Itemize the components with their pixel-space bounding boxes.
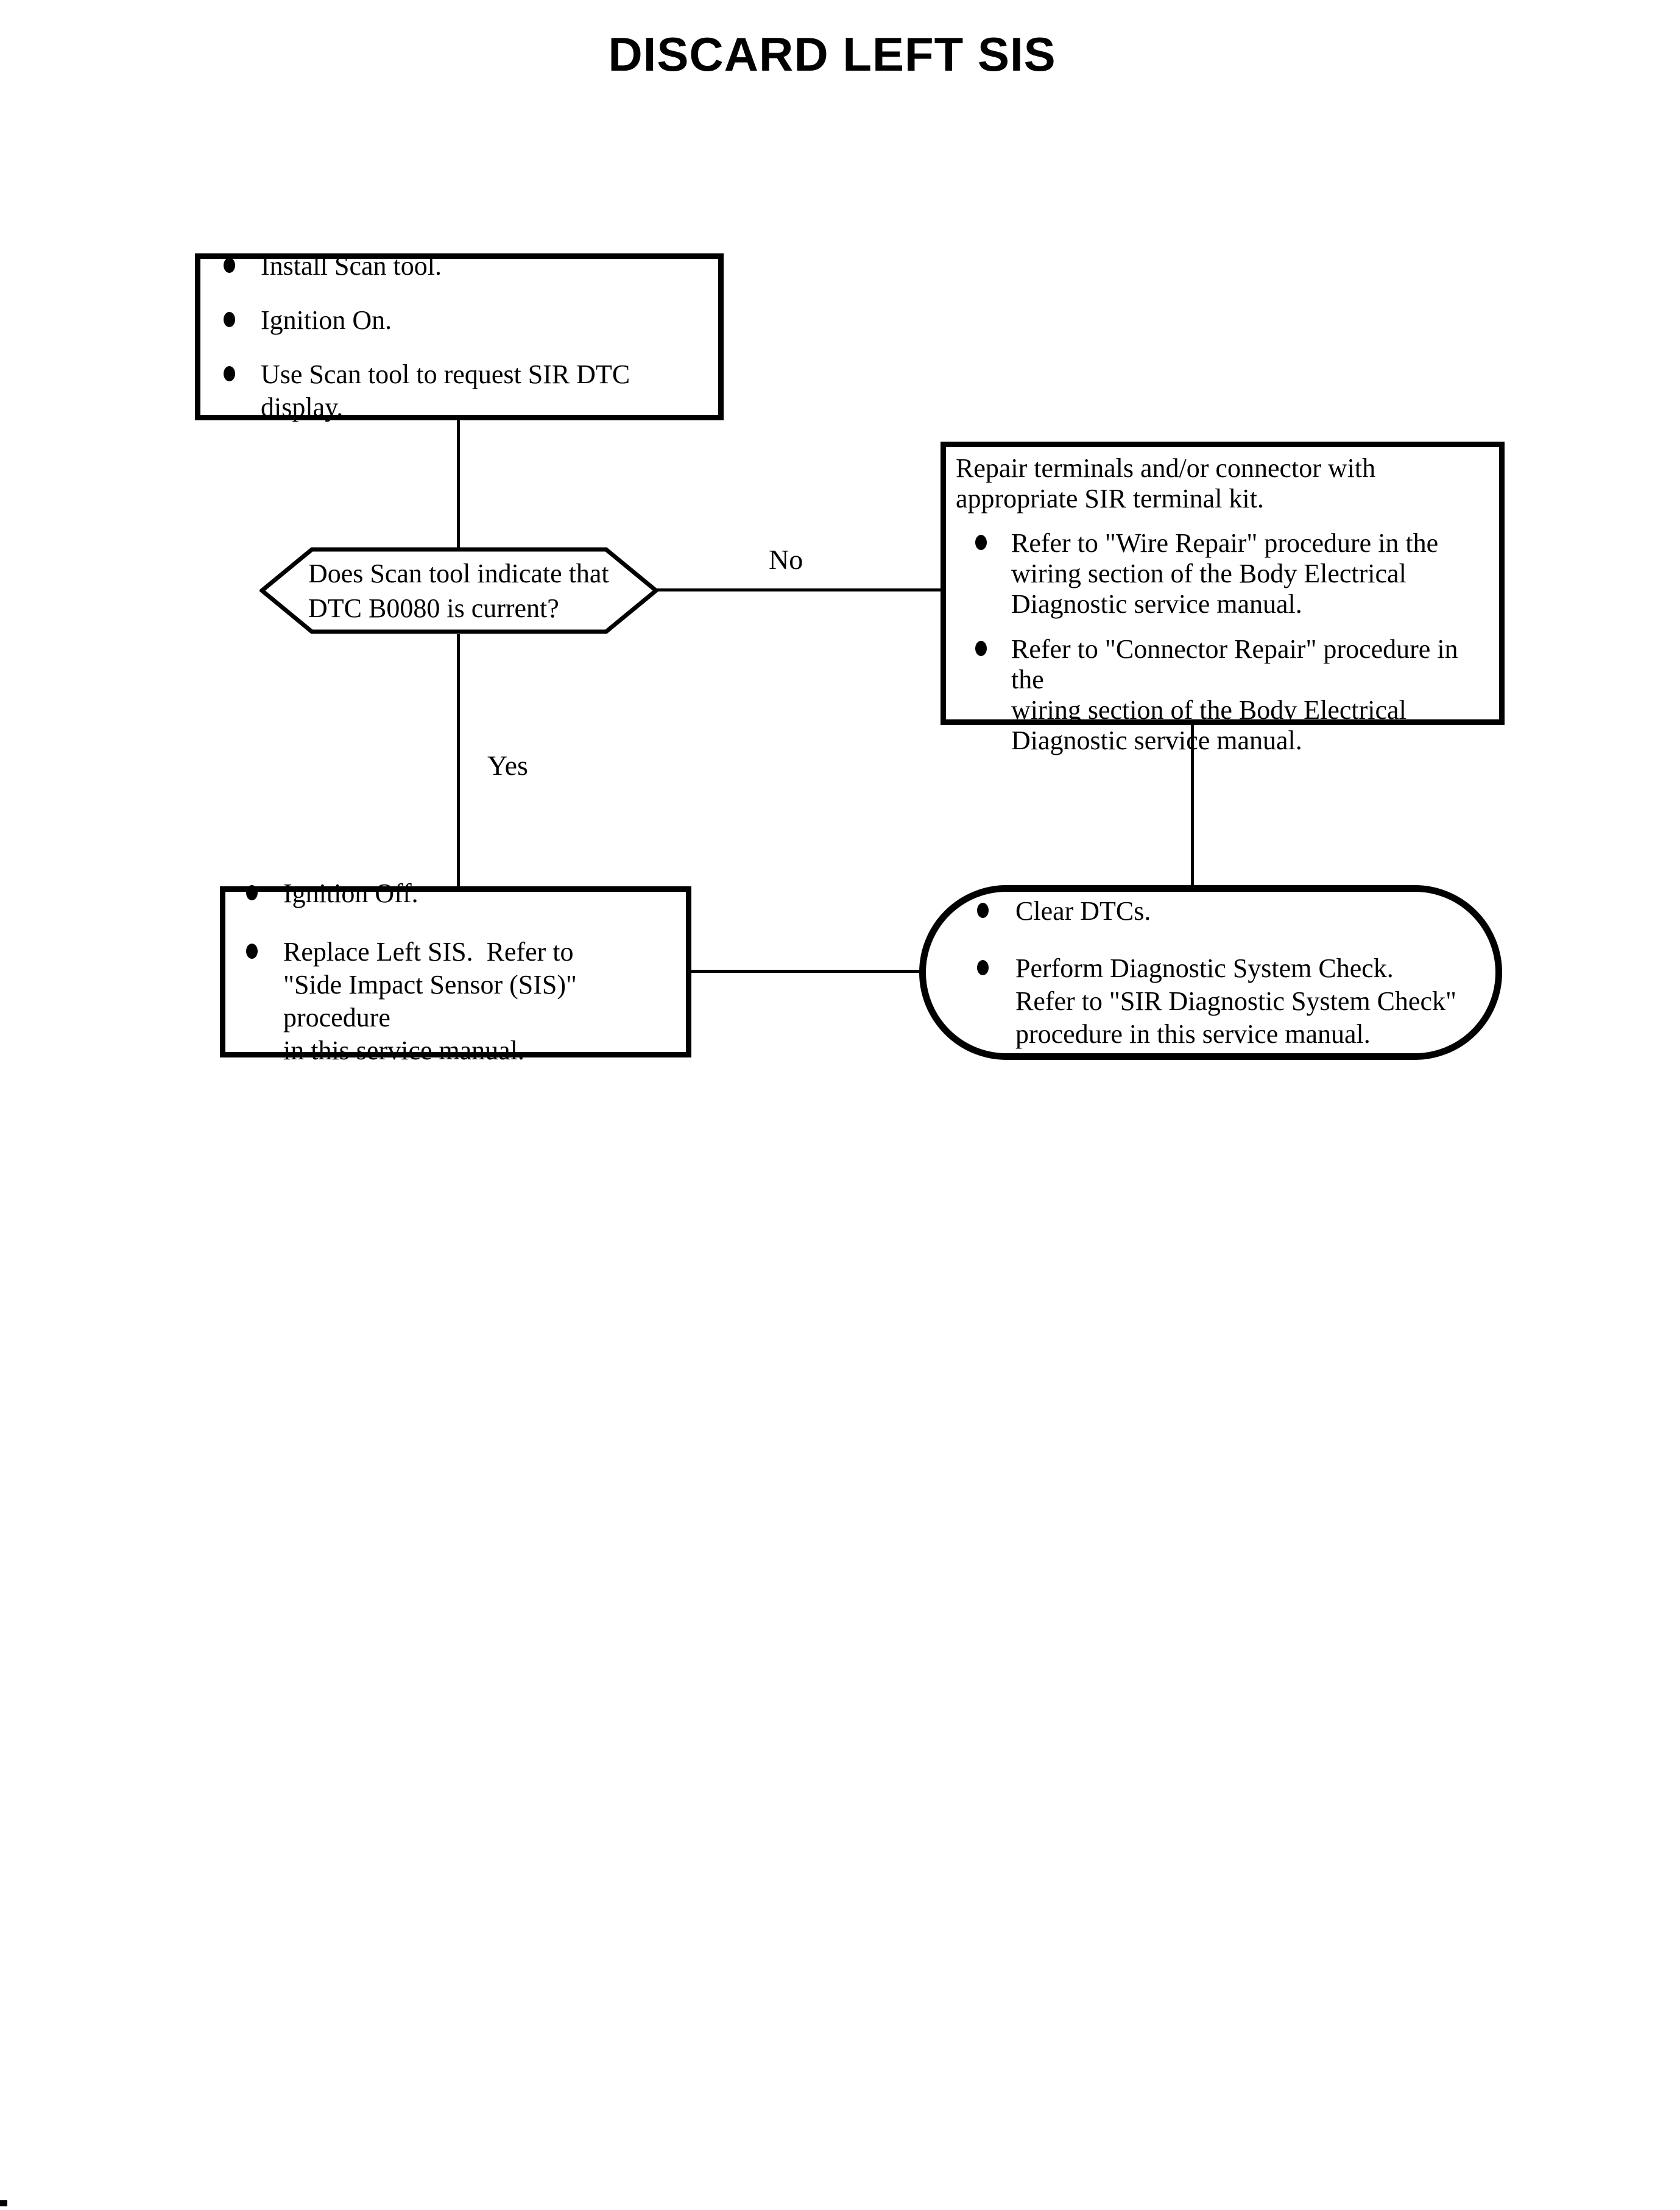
- step-text: Install Scan tool.: [261, 251, 442, 281]
- yes-branch-label: Yes: [487, 750, 528, 781]
- connector-replace-to-end: [691, 970, 922, 973]
- list-item: Clear DTCs.: [977, 895, 1486, 928]
- bullet-icon: [224, 366, 235, 381]
- step-text: Use Scan tool to request SIR DTC display…: [261, 359, 637, 422]
- bullet-icon: [224, 258, 235, 273]
- repair-intro-text: Repair terminals and/or connector with a…: [956, 453, 1376, 514]
- connector-repair-to-end: [1191, 725, 1194, 887]
- page-title: DISCARD LEFT SIS: [608, 27, 1056, 81]
- repair-terminals-box: Repair terminals and/or connector with a…: [941, 442, 1505, 755]
- step-text: Replace Left SIS. Refer to "Side Impact …: [283, 936, 577, 1065]
- bullet-icon: [975, 641, 987, 656]
- list-item: Ignition Off.: [246, 877, 681, 910]
- end-terminal-box: Clear DTCs. Perform Diagnostic System Ch…: [919, 885, 1502, 1060]
- no-branch-label: No: [769, 544, 803, 575]
- connector-decision-to-replace: [457, 634, 460, 888]
- decision-question: Does Scan tool indicate that DTC B0080 i…: [308, 558, 609, 623]
- replace-sis-box: Ignition Off. Replace Left SIS. Refer to…: [220, 878, 691, 1065]
- step-text: Ignition Off.: [283, 878, 418, 908]
- list-item: Refer to "Wire Repair" procedure in the …: [956, 528, 1491, 620]
- list-item: Install Scan tool.: [224, 250, 710, 283]
- decision-hexagon: Does Scan tool indicate that DTC B0080 i…: [259, 547, 658, 634]
- step-text: Refer to "Connector Repair" procedure in…: [1011, 634, 1458, 755]
- step-text: Refer to "Wire Repair" procedure in the …: [1011, 528, 1439, 619]
- step-text: Perform Diagnostic System Check. Refer t…: [1015, 953, 1456, 1049]
- connector-start-to-decision: [457, 420, 460, 549]
- bullet-icon: [977, 902, 989, 918]
- list-item: Perform Diagnostic System Check. Refer t…: [977, 952, 1486, 1051]
- bullet-icon: [975, 535, 987, 550]
- setup-steps-box: Install Scan tool. Ignition On. Use Scan…: [195, 250, 724, 422]
- step-text: Clear DTCs.: [1015, 895, 1151, 926]
- list-item: Ignition On.: [224, 304, 710, 337]
- connector-decision-to-repair: [656, 588, 941, 591]
- list-item: Refer to "Connector Repair" procedure in…: [956, 634, 1491, 756]
- bullet-icon: [246, 884, 258, 900]
- bullet-icon: [246, 943, 258, 959]
- list-item: Use Scan tool to request SIR DTC display…: [224, 358, 710, 424]
- scan-artifact-mark: [0, 2200, 7, 2206]
- bullet-icon: [977, 959, 989, 975]
- bullet-icon: [224, 312, 235, 327]
- step-text: Ignition On.: [261, 305, 392, 335]
- list-item: Replace Left SIS. Refer to "Side Impact …: [246, 936, 681, 1067]
